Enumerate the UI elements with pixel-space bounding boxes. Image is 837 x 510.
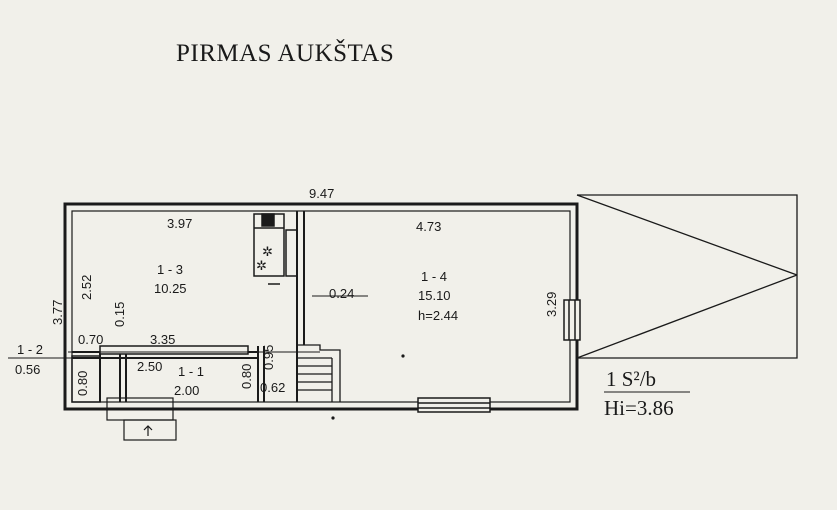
svg-text:✲: ✲ xyxy=(262,244,273,259)
room-1-4-height: h=2.44 xyxy=(418,308,459,323)
dim-room-1-1-depth-right: 0.80 xyxy=(239,363,254,389)
annex-outline xyxy=(576,194,798,359)
dim-porch-width: 0.70 xyxy=(78,332,104,347)
page-title: PIRMAS AUKŠTAS xyxy=(176,40,395,67)
room-1-1-area: 2.00 xyxy=(174,383,200,398)
window-top xyxy=(99,345,249,355)
dim-room-1-1-length: 2.50 xyxy=(137,359,163,374)
dim-total-length: 9.47 xyxy=(309,186,335,201)
dim-stair-width: 0.62 xyxy=(260,380,286,395)
room-1-2-outline xyxy=(71,355,101,403)
mark-dot xyxy=(401,354,405,358)
room-1-3-area: 10.25 xyxy=(154,281,187,296)
dim-room-1-3-depth: 2.52 xyxy=(79,274,94,300)
dim-room-1-3-width: 3.97 xyxy=(167,216,193,231)
dim-stair-offset: 0.95 xyxy=(261,344,276,370)
room-1-1-id: 1 - 1 xyxy=(178,364,205,379)
window-bottom xyxy=(417,397,491,413)
dim-corridor-length: 3.35 xyxy=(150,332,176,347)
annotation-building-code: 1 S²/b xyxy=(606,367,657,391)
dim-wall-gap: 0.15 xyxy=(112,301,127,327)
room-1-4-id: 1 - 4 xyxy=(421,269,448,284)
entrance-steps xyxy=(106,397,177,441)
room-1-4-area: 15.10 xyxy=(418,288,451,303)
mark-dot xyxy=(331,416,335,420)
annotation-height: Hi=3.86 xyxy=(604,396,674,420)
staircase xyxy=(297,344,341,402)
stove: ✲ ✲ xyxy=(253,213,298,285)
svg-text:✲: ✲ xyxy=(256,258,267,273)
dim-room-1-4-depth: 3.29 xyxy=(544,291,559,317)
outer-wall xyxy=(63,202,579,411)
dim-partition: 0.24 xyxy=(329,286,355,301)
room-1-3-id: 1 - 3 xyxy=(157,262,184,277)
dim-overall-depth: 3.77 xyxy=(50,299,65,325)
dim-room-1-1-depth-left: 0.80 xyxy=(75,370,90,396)
room-1-2-area: 0.56 xyxy=(15,362,41,377)
dim-room-1-4-width: 4.73 xyxy=(416,219,442,234)
window-right xyxy=(563,299,581,341)
room-1-2-id: 1 - 2 xyxy=(17,342,44,357)
dimension-lines xyxy=(8,295,690,393)
